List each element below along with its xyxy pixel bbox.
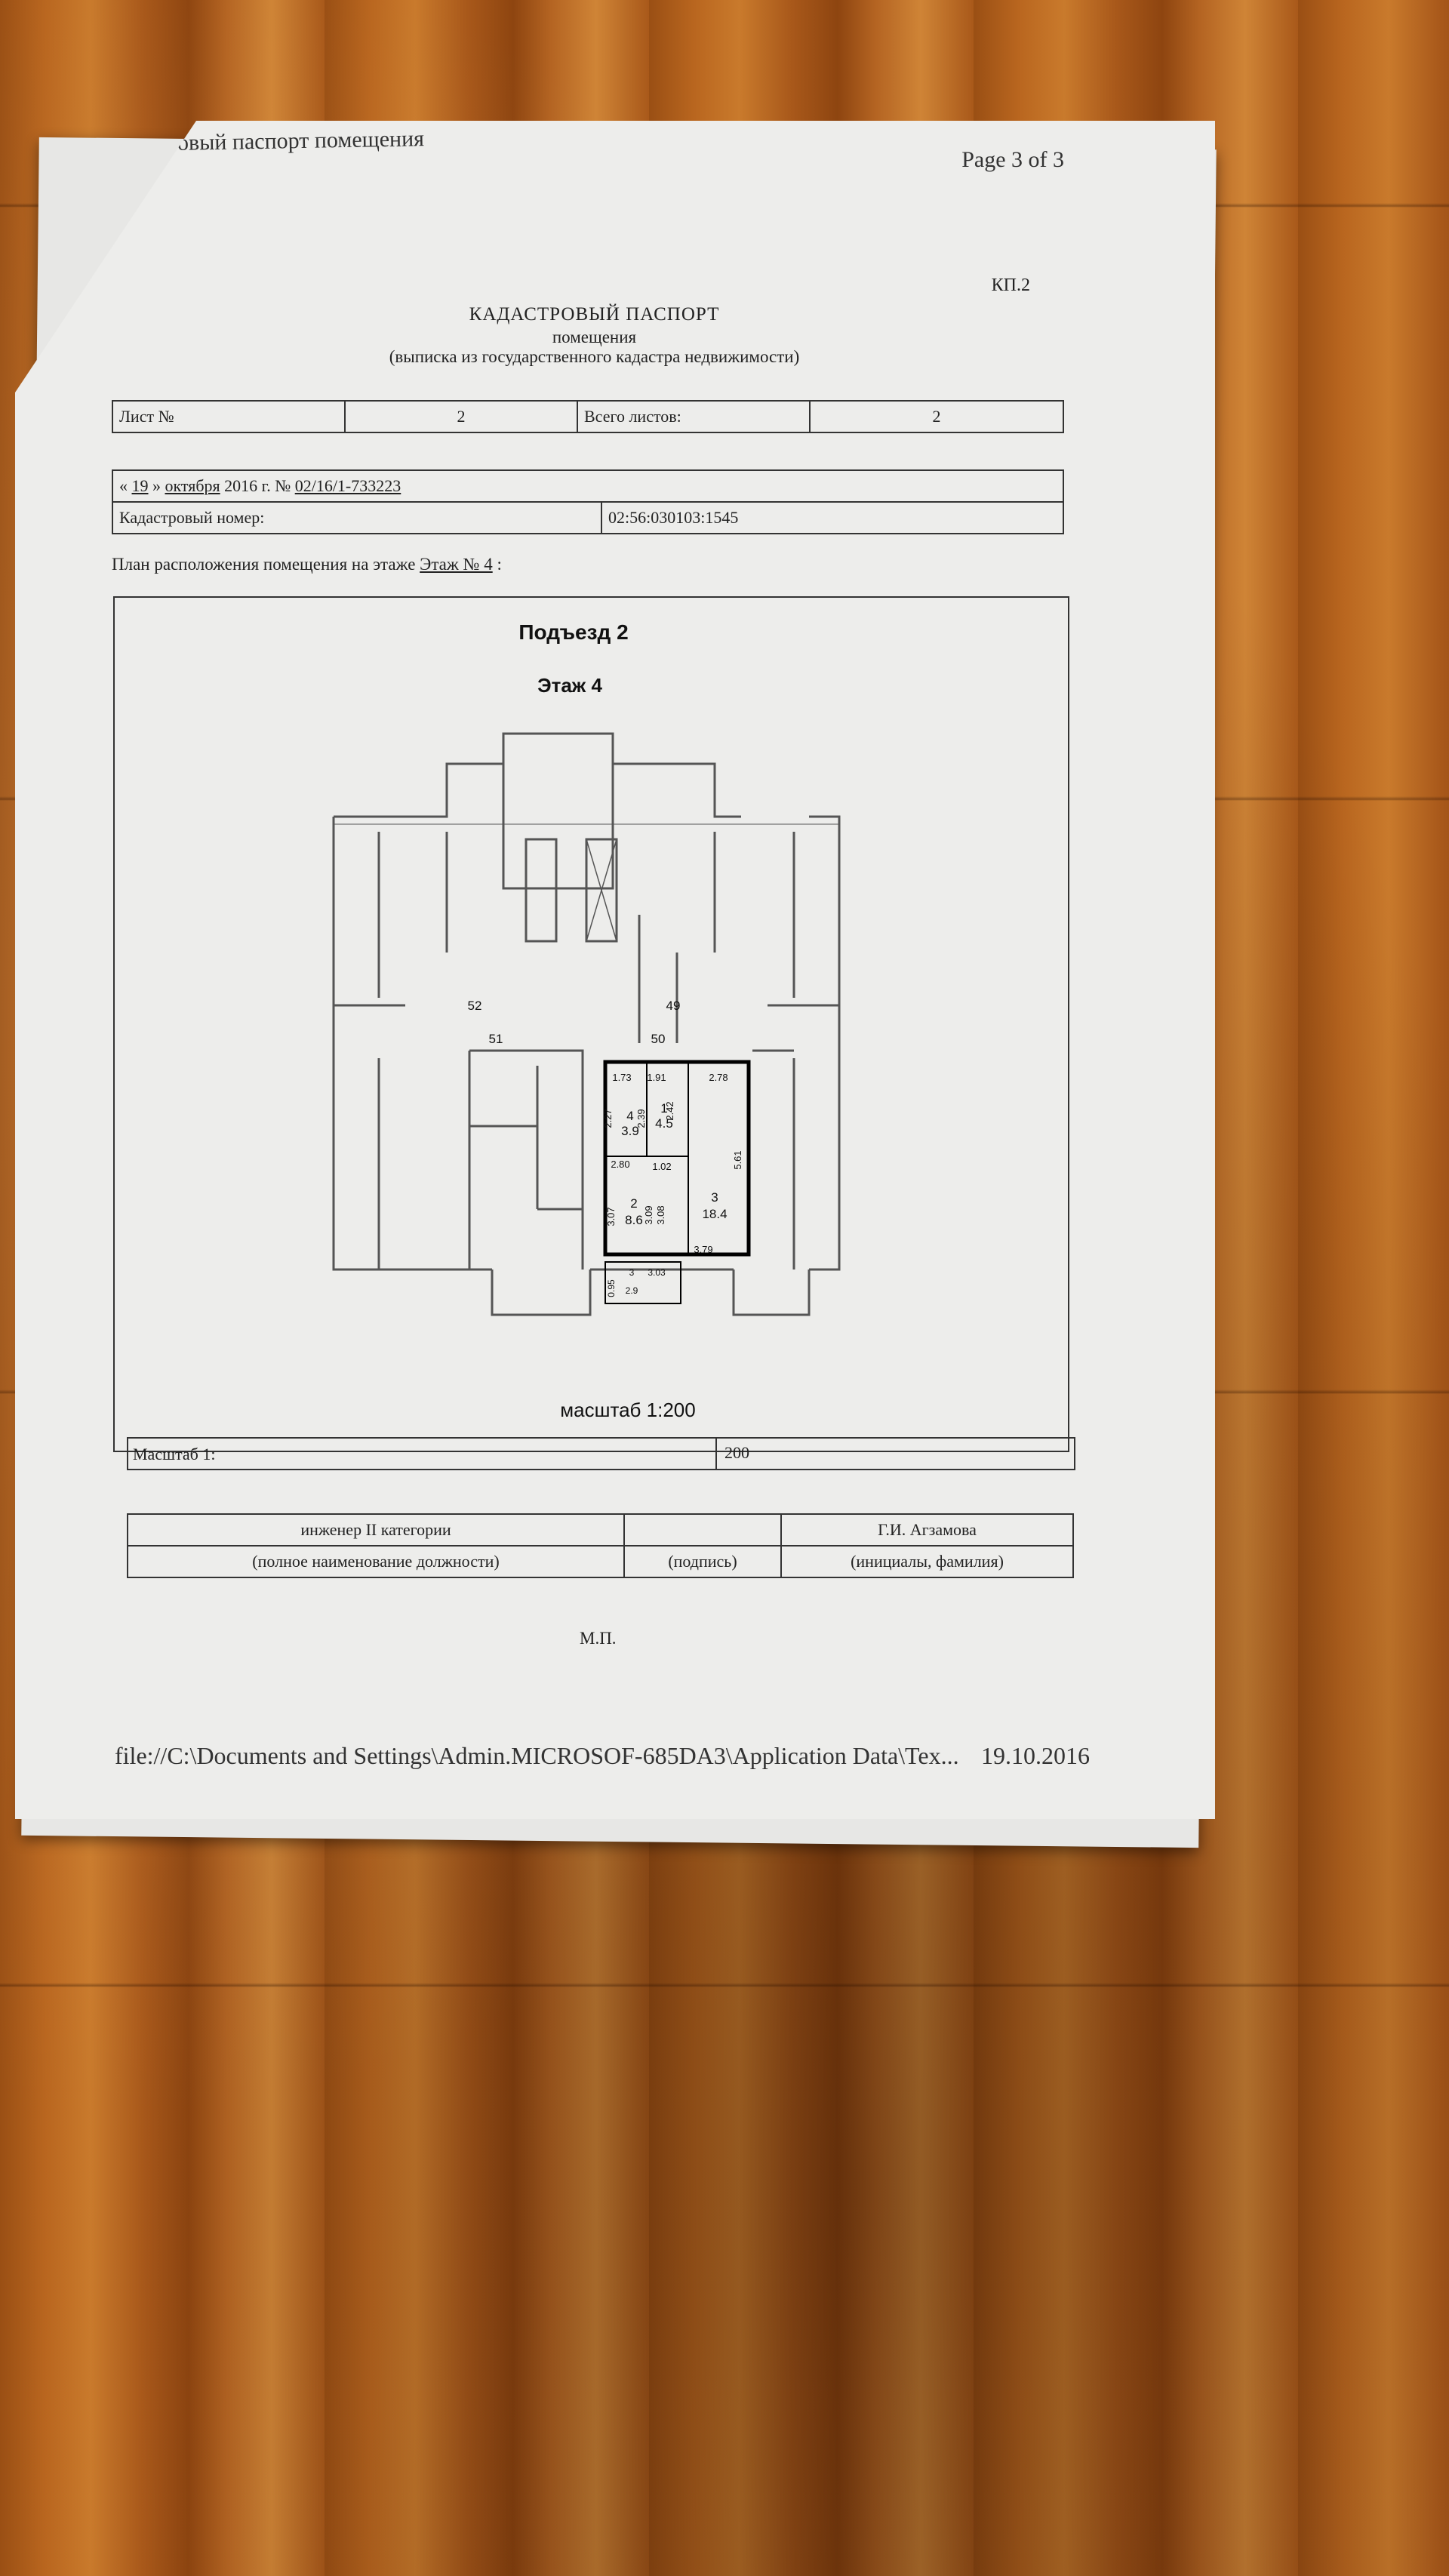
apartment-number: 51 <box>489 1032 503 1046</box>
plan-caption: План расположения помещения на этаже Эта… <box>112 555 502 574</box>
floor-plan-frame: Подъезд 2 Этаж 4 <box>113 596 1069 1452</box>
room-number: 3 <box>711 1190 718 1205</box>
total-sheets-value: 2 <box>809 400 1064 433</box>
page-number: Page 3 of 3 <box>961 147 1064 172</box>
plan-caption-suffix: : <box>497 555 502 574</box>
name-caption: (инициалы, фамилия) <box>780 1545 1074 1578</box>
entrance-label: Подъезд 2 <box>518 620 628 644</box>
dimension-label: 2.39 <box>635 1109 647 1128</box>
sheet-label: Лист № <box>112 400 346 433</box>
footer-date: 19.10.2016 <box>981 1742 1090 1769</box>
apartment-number: 49 <box>666 999 681 1013</box>
date-cadastral-table: « 19 » октября 2016 г. № 02/16/1-733223 … <box>112 469 1064 534</box>
room-number: 4 <box>626 1109 633 1123</box>
dimension-label: 1.91 <box>647 1072 666 1083</box>
date-quote-close: » <box>152 476 161 495</box>
date-month: октября <box>165 476 220 495</box>
dimension-label: 3 <box>629 1267 635 1278</box>
extract-note: (выписка из государственного кадастра не… <box>389 347 800 366</box>
dimension-label: 3.09 <box>643 1205 654 1224</box>
engineer-name: Г.И. Агзамова <box>780 1513 1074 1547</box>
dimension-label: 3.03 <box>648 1267 666 1278</box>
room-area: 4.5 <box>655 1116 673 1131</box>
dimension-label: 2.42 <box>664 1101 675 1120</box>
apartment-outline <box>603 1060 751 1257</box>
date-line: « 19 » октября 2016 г. № 02/16/1-733223 <box>112 469 1064 503</box>
cadastral-number: 02:56:030103:1545 <box>601 501 1064 534</box>
dimension-label: 2.78 <box>709 1072 728 1083</box>
dimension-label: 2.80 <box>611 1159 629 1170</box>
date-day: 19 <box>131 476 149 495</box>
extract-number: 02/16/1-733223 <box>294 476 401 495</box>
running-title: овый паспорт помещения <box>177 126 425 155</box>
scale-value: 200 <box>724 1443 749 1462</box>
signature-table: инженер II категории Г.И. Агзамова (полн… <box>127 1513 1074 1578</box>
position-caption: (полное наименование должности) <box>127 1545 625 1578</box>
scale-divider <box>715 1439 717 1469</box>
dimension-label: 1.02 <box>652 1161 671 1172</box>
scale-row: Масштаб 1: 200 <box>127 1437 1075 1470</box>
sheet-info-table: Лист № 2 Всего листов: 2 <box>112 400 1064 433</box>
document-subtitle: помещения <box>552 328 637 346</box>
plan-caption-floor: Этаж № 4 <box>420 555 493 574</box>
plan-scale-label: масштаб 1:200 <box>560 1399 695 1421</box>
room-area: 8.6 <box>625 1213 643 1227</box>
dimension-label: 3.07 <box>605 1207 617 1226</box>
room-number: 2 <box>630 1196 637 1211</box>
stamp-place: М.П. <box>580 1629 617 1648</box>
sheet-value: 2 <box>344 400 578 433</box>
form-code: КП.2 <box>991 275 1030 295</box>
dimension-label: 5.61 <box>732 1150 743 1169</box>
footer-file-path: file://C:\Documents and Settings\Admin.M… <box>115 1742 959 1769</box>
document-title: КАДАСТРОВЫЙ ПАСПОРТ <box>469 304 720 325</box>
engineer-position: инженер II категории <box>127 1513 625 1547</box>
plan-caption-prefix: План расположения помещения на этаже <box>112 555 416 574</box>
cadastral-label: Кадастровый номер: <box>112 501 602 534</box>
floor-plan-drawing: Подъезд 2 Этаж 4 <box>332 620 841 1421</box>
date-quote-open: « <box>119 476 128 495</box>
apartment-number: 52 <box>468 999 482 1013</box>
room-area: 3.9 <box>621 1124 639 1138</box>
floor-label: Этаж 4 <box>537 674 602 697</box>
dimension-label: 3.79 <box>694 1244 712 1255</box>
dimension-label: 1.73 <box>612 1072 631 1083</box>
dimension-label: 0.95 <box>606 1279 617 1297</box>
document-page: овый паспорт помещения Page 3 of 3 КП.2 … <box>15 121 1215 1819</box>
dimension-label: 3.08 <box>655 1205 666 1224</box>
apartment-partitions <box>605 1062 689 1304</box>
date-year: 2016 г. № <box>224 476 291 495</box>
total-sheets-label: Всего листов: <box>577 400 811 433</box>
signature-cell <box>623 1513 782 1547</box>
scale-label: Масштаб 1: <box>133 1445 216 1463</box>
room-area: 18.4 <box>702 1207 727 1221</box>
room-number: 1 <box>660 1101 667 1116</box>
dimension-label: 2.27 <box>602 1109 614 1128</box>
apartment-number: 50 <box>651 1032 666 1046</box>
dimension-label: 2.9 <box>626 1285 638 1296</box>
signature-caption: (подпись) <box>623 1545 782 1578</box>
building-outline <box>332 732 841 1316</box>
plan-labels: 52 49 51 50 1.73 1.91 2.78 2.27 2.39 2.4… <box>468 999 743 1297</box>
